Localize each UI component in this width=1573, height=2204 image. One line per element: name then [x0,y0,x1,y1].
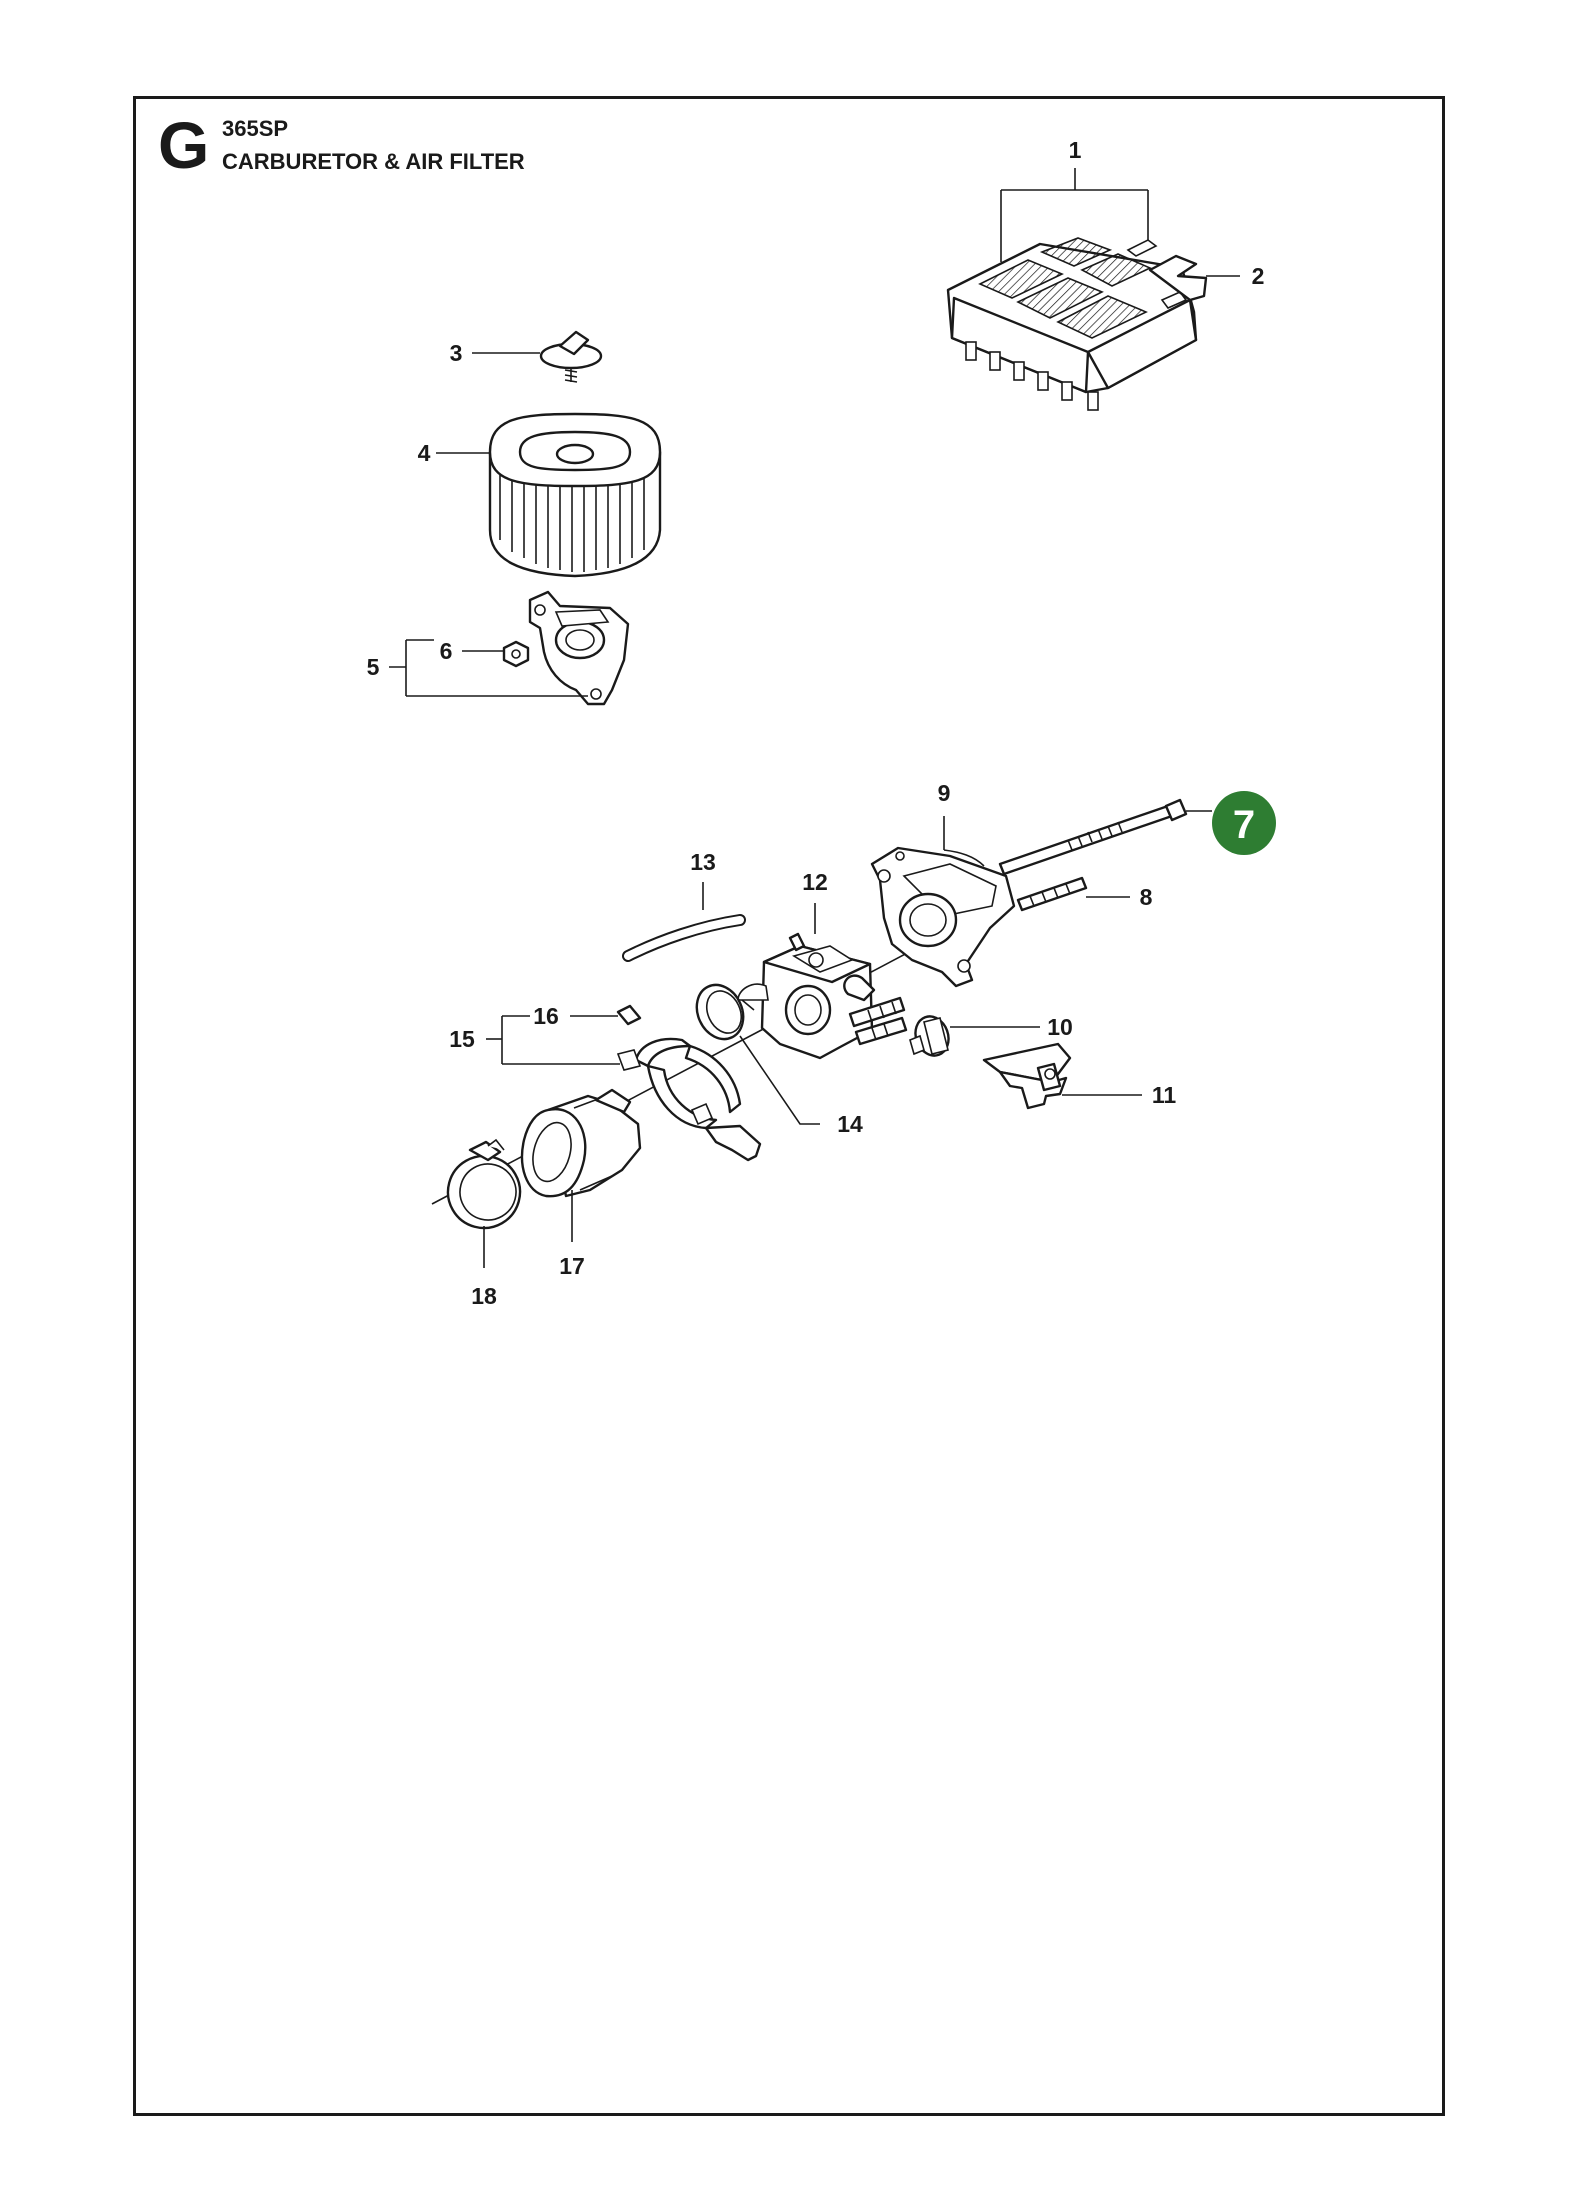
callout-18: 18 [471,1283,497,1309]
carburetor-flange [870,846,1016,988]
page-title: CARBURETOR & AIR FILTER [222,149,525,174]
callout-17: 17 [559,1253,585,1279]
callout-7: 7 [1233,803,1255,847]
callout-13: 13 [690,849,716,875]
fuel-hose [622,914,746,962]
callout-12: 12 [802,869,828,895]
callout-11: 11 [1152,1082,1177,1108]
filter-knob [539,330,603,383]
callout-14: 14 [837,1111,863,1137]
callout-3: 3 [450,340,463,366]
clamp-bracket [616,1037,762,1162]
callout-10: 10 [1047,1014,1073,1040]
section-letter: G [158,108,210,182]
air-filter-element [488,412,662,578]
highlight-circle [1212,791,1276,855]
nut [502,640,530,668]
intake-boot [520,1088,642,1198]
callout-1: 1 [1069,137,1082,163]
rod [1016,876,1088,912]
callout-8: 8 [1140,884,1153,910]
callout-7-badge: 7 [1212,791,1276,855]
air-filter-cover-ribs [965,341,1099,411]
mounting-bracket [982,1042,1072,1110]
callout-16: 16 [533,1003,559,1029]
filter-holder [528,590,630,706]
model-name: 365SP [222,116,289,141]
seal-ring [695,983,745,1041]
callout-5: 5 [367,654,380,680]
callout-9: 9 [938,780,951,806]
air-filter-cover [946,237,1208,411]
callout-15: 15 [449,1026,475,1052]
callout-2: 2 [1252,263,1265,289]
callout-4: 4 [418,440,431,466]
callout-6: 6 [440,638,453,664]
clamp-clip [616,1004,642,1026]
page-frame [133,96,1445,2116]
carburetor [737,932,908,1060]
hose-clamp [446,1138,522,1230]
adjustment-screws [843,974,908,1046]
cap [909,1015,950,1057]
bolt [998,798,1188,876]
